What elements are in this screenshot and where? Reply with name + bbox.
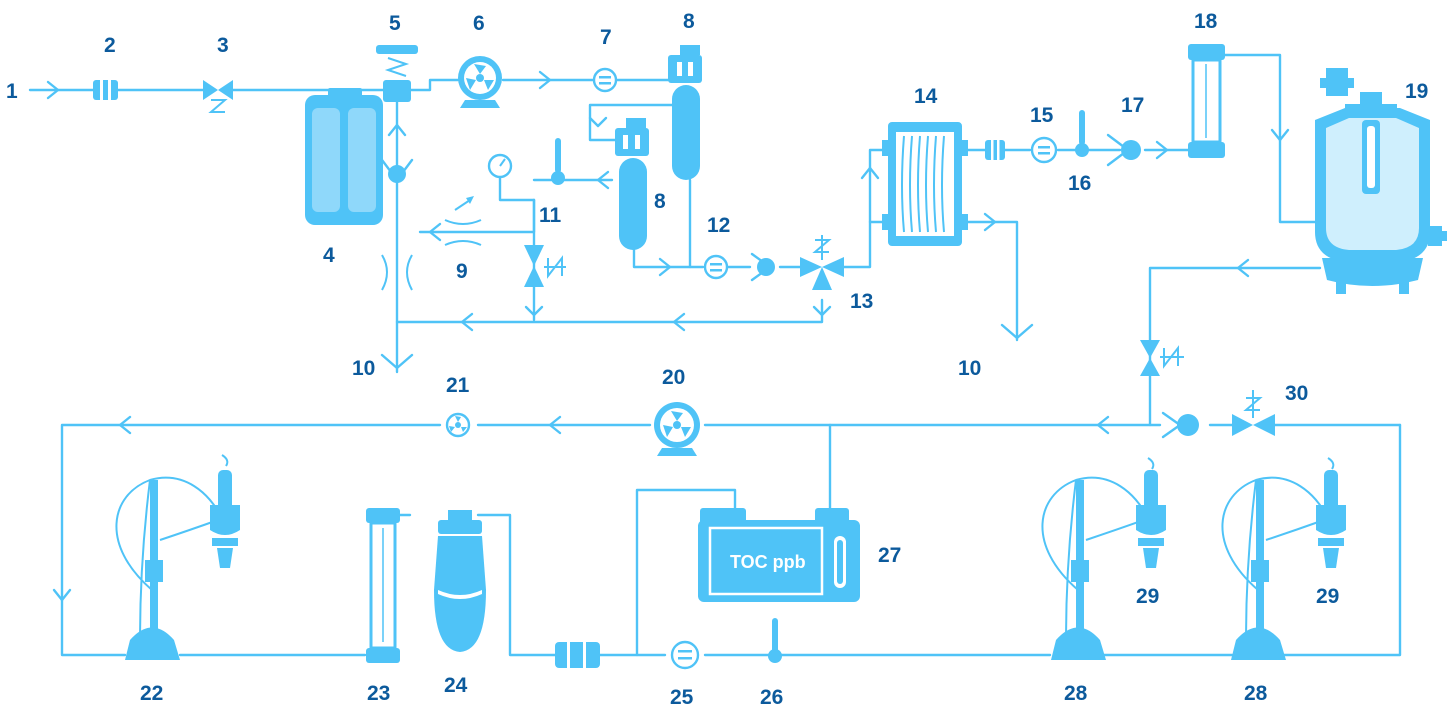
flow-meter-15 bbox=[1030, 136, 1058, 164]
label-29b: 29 bbox=[1316, 585, 1339, 608]
label-12: 12 bbox=[707, 214, 730, 237]
drain-10-right bbox=[1000, 323, 1034, 340]
toc-analyzer-27 bbox=[698, 508, 860, 602]
valve-30 bbox=[1232, 390, 1275, 436]
label-30: 30 bbox=[1285, 382, 1308, 405]
label-11: 11 bbox=[539, 204, 562, 227]
uv-lamp-8-a bbox=[668, 45, 702, 180]
flowmeter-column-23 bbox=[366, 508, 400, 663]
check-valve-17 bbox=[1106, 133, 1141, 167]
label-28b: 28 bbox=[1244, 682, 1268, 705]
label-3: 3 bbox=[217, 34, 229, 57]
flowmeter-column-18 bbox=[1188, 44, 1225, 158]
label-13: 13 bbox=[850, 290, 873, 313]
flow-meter-12 bbox=[703, 254, 729, 280]
valve-3 bbox=[203, 80, 233, 113]
pipe-network bbox=[28, 53, 1402, 657]
flow-sensor-21 bbox=[445, 412, 471, 438]
label-24: 24 bbox=[444, 674, 468, 697]
valve-11 bbox=[524, 245, 566, 287]
dispenser-22 bbox=[115, 454, 240, 660]
label-6: 6 bbox=[473, 12, 485, 35]
cartridge-4 bbox=[305, 88, 383, 225]
valve-return bbox=[1140, 340, 1184, 376]
label-10b: 10 bbox=[958, 357, 981, 380]
label-18: 18 bbox=[1194, 10, 1218, 33]
label-8b: 8 bbox=[654, 190, 666, 213]
restrictor-icon bbox=[381, 254, 413, 291]
label-16: 16 bbox=[1068, 172, 1091, 195]
flow-meter-7 bbox=[592, 67, 618, 93]
label-10a: 10 bbox=[352, 357, 375, 380]
dispenser-28-b bbox=[1221, 457, 1346, 660]
label-28a: 28 bbox=[1064, 682, 1088, 705]
drain-10-left bbox=[380, 353, 414, 370]
component-labels: 1 2 3 4 5 6 7 8 8 9 10 10 11 12 13 14 15… bbox=[6, 10, 1428, 709]
pressure-gauge-icon bbox=[487, 153, 513, 179]
label-21: 21 bbox=[446, 374, 470, 397]
label-29a: 29 bbox=[1136, 585, 1159, 608]
label-5: 5 bbox=[389, 12, 401, 35]
label-2: 2 bbox=[104, 34, 116, 57]
label-17: 17 bbox=[1121, 94, 1144, 117]
restrictor-9 bbox=[444, 196, 482, 246]
label-4: 4 bbox=[323, 244, 335, 267]
edi-module-14 bbox=[882, 122, 968, 246]
coupling-2 bbox=[93, 80, 118, 100]
label-9: 9 bbox=[456, 260, 468, 283]
label-26: 26 bbox=[760, 686, 783, 709]
flow-arrows bbox=[46, 70, 1290, 602]
label-22: 22 bbox=[140, 682, 163, 705]
label-23: 23 bbox=[367, 682, 390, 705]
pump-20 bbox=[654, 402, 700, 456]
coupling-14b bbox=[985, 140, 1005, 160]
final-filter-24 bbox=[434, 510, 486, 652]
thermometer-26 bbox=[768, 618, 782, 663]
uv-lamp-8-b bbox=[615, 118, 649, 250]
label-7: 7 bbox=[600, 26, 612, 49]
coupling-bottom bbox=[555, 642, 600, 668]
label-1: 1 bbox=[6, 80, 18, 103]
dispenser-28-a bbox=[1041, 457, 1166, 660]
flow-meter-25 bbox=[670, 640, 700, 670]
valve-5 bbox=[376, 45, 418, 102]
label-19: 19 bbox=[1405, 80, 1428, 103]
thermometer-icon-a bbox=[551, 138, 565, 185]
check-valve-icon-b bbox=[750, 252, 775, 282]
check-valve-icon-a bbox=[380, 158, 414, 183]
valve-13 bbox=[800, 235, 844, 290]
label-20: 20 bbox=[662, 366, 685, 389]
label-14: 14 bbox=[914, 85, 938, 108]
thermometer-16 bbox=[1075, 110, 1089, 157]
pump-6 bbox=[458, 56, 502, 108]
check-valve-icon-c bbox=[1161, 411, 1199, 439]
label-15: 15 bbox=[1030, 104, 1054, 127]
toc-display-text: TOC ppb bbox=[730, 552, 806, 572]
label-25: 25 bbox=[670, 686, 694, 709]
label-8a: 8 bbox=[683, 10, 695, 33]
storage-tank-19 bbox=[1315, 68, 1447, 294]
label-27: 27 bbox=[878, 544, 901, 567]
